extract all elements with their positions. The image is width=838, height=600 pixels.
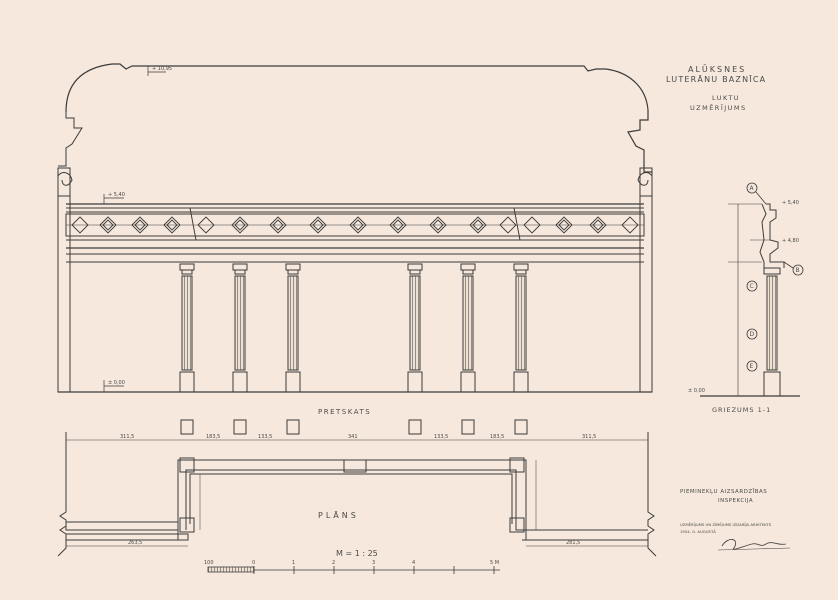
column <box>179 263 195 393</box>
title-line-4: UZMĒRĪJUMS <box>690 103 747 112</box>
section-mark-e: E <box>750 363 754 370</box>
column <box>285 263 301 393</box>
scale-tick-6: 5 M <box>490 560 499 566</box>
title-line-3: LUKTU <box>712 94 740 102</box>
plan-dim-8: 263,5 <box>128 540 142 546</box>
scale-tick-2: 1 <box>292 560 295 566</box>
section-label: GRIEZUMS 1-1 <box>712 406 771 414</box>
scale-bar <box>207 566 500 574</box>
scale-tick-0: 100 <box>204 560 214 566</box>
plan-dim-1: 311,5 <box>120 434 134 440</box>
section-drawing <box>700 203 800 397</box>
scale-tick-4: 3 <box>372 560 375 566</box>
plan-dim-2: 183,5 <box>206 434 220 440</box>
scale-tick-1: 0 <box>252 560 255 566</box>
plan-dim-9: 281,5 <box>566 540 580 546</box>
elevation-drawing <box>57 63 653 393</box>
plan-drawing <box>57 419 657 557</box>
title-line-2: LUTERĀNU BAZNĪCA <box>666 74 766 84</box>
level-gallery: + 5,40 <box>108 192 125 198</box>
section-level-mid: + 4,80 <box>782 238 799 244</box>
column <box>232 263 248 393</box>
section-marks <box>746 182 804 372</box>
elevation-label: PRETSKATS <box>318 408 371 416</box>
column <box>460 263 476 393</box>
institution-line-1: PIEMINEKĻU AIZSARDZĪBAS <box>680 488 767 495</box>
scale-tick-3: 2 <box>332 560 335 566</box>
plan-dim-4: 341 <box>348 434 358 440</box>
scale-tick-5: 4 <box>412 560 415 566</box>
plan-dim-7: 311,5 <box>582 434 596 440</box>
plan-dim-3: 133,5 <box>258 434 272 440</box>
scale-label: M = 1 : 25 <box>336 549 378 558</box>
section-mark-a: A <box>750 185 755 192</box>
column <box>513 263 529 393</box>
title-line-1: ALŪKSNES <box>688 64 746 74</box>
column <box>407 263 423 393</box>
section-mark-b: B <box>796 267 800 274</box>
elevation-levels <box>103 66 166 392</box>
note-line-1: UZMĒRĪJUMS UN ZĪMĒJUMS IZDARĪJA ARHITEKT… <box>680 522 772 527</box>
plan-label: PLĀNS <box>318 510 359 520</box>
section-mark-d: D <box>750 331 755 338</box>
section-level-floor: ± 0,00 <box>688 388 705 394</box>
section-level-top: + 5,40 <box>782 200 799 206</box>
level-top: + 10,95 <box>152 66 172 72</box>
signature <box>717 539 791 551</box>
plan-dim-6: 183,5 <box>490 434 504 440</box>
level-floor: ± 0,00 <box>108 380 125 386</box>
institution-line-2: INSPEKCIJA <box>718 498 753 504</box>
plan-dim-5: 133,5 <box>434 434 448 440</box>
elevation-columns <box>179 263 529 393</box>
section-mark-c: C <box>750 283 754 290</box>
note-line-2: 1954. G. AUGUSTĀ <box>680 529 716 534</box>
